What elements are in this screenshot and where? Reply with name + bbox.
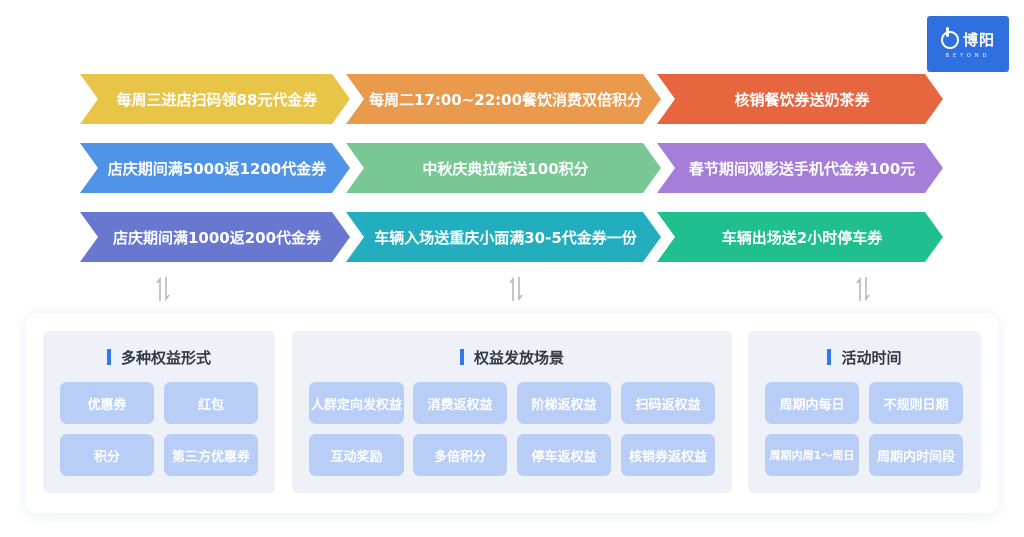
activity-arrow-1-2: 每周二17:00~22:00餐饮消费双倍积分 xyxy=(346,74,661,124)
swap-arrows-icon xyxy=(509,276,523,302)
chip-coupon: 优惠券 xyxy=(60,382,154,424)
chip-redemption-rebate: 核销券返权益 xyxy=(621,434,715,476)
swap-arrows-icon xyxy=(156,276,170,302)
benefit-forms-title-text: 多种权益形式 xyxy=(120,349,211,367)
benefit-scenarios-title: 权益发放场景 xyxy=(292,347,732,368)
activity-time-title-text: 活动时间 xyxy=(841,349,902,367)
activity-arrow-3-3: 车辆出场送2小时停车券 xyxy=(657,212,943,262)
chip-points: 积分 xyxy=(60,434,154,476)
title-accent-bar xyxy=(827,349,832,365)
beyond-logo: 博阳 BEYOND xyxy=(927,16,1009,72)
benefit-scenarios-title-text: 权益发放场景 xyxy=(473,349,564,367)
chip-irregular-dates: 不规则日期 xyxy=(869,382,963,424)
chip-tiered-rebate: 阶梯返权益 xyxy=(517,382,611,424)
chip-third-party-coupon: 第三方优惠券 xyxy=(164,434,258,476)
benefit-scenarios-card: 权益发放场景 人群定向发权益 消费返权益 阶梯返权益 扫码返权益 互动奖励 多倍… xyxy=(292,331,732,493)
activity-arrow-2-1: 店庆期间满5000返1200代金券 xyxy=(80,143,350,193)
chip-scan-rebate: 扫码返权益 xyxy=(621,382,715,424)
chip-time-slots-in-period: 周期内时间段 xyxy=(869,434,963,476)
activity-time-card: 活动时间 周期内每日 不规则日期 周期内周1～周日 周期内时间段 xyxy=(748,331,981,493)
chip-interactive-reward: 互动奖励 xyxy=(309,434,404,476)
chip-targeted-benefits: 人群定向发权益 xyxy=(309,382,404,424)
chip-daily-in-period: 周期内每日 xyxy=(765,382,859,424)
logo-subtitle: BEYOND xyxy=(945,53,991,59)
chip-weekdays-in-period: 周期内周1～周日 xyxy=(765,434,859,476)
benefit-forms-card: 多种权益形式 优惠券 红包 积分 第三方优惠券 xyxy=(43,331,275,493)
activity-arrow-2-3: 春节期间观影送手机代金券100元 xyxy=(657,143,943,193)
activity-arrow-3-2: 车辆入场送重庆小面满30-5代金券一份 xyxy=(346,212,661,262)
activity-time-title: 活动时间 xyxy=(748,347,981,368)
title-accent-bar xyxy=(459,349,464,365)
activity-arrow-1-3: 核销餐饮券送奶茶券 xyxy=(657,74,943,124)
activity-arrow-1-1: 每周三进店扫码领88元代金券 xyxy=(80,74,350,124)
activity-arrow-2-2: 中秋庆典拉新送100积分 xyxy=(346,143,661,193)
benefit-forms-title: 多种权益形式 xyxy=(43,347,275,368)
logo-name: 博阳 xyxy=(962,31,995,49)
swap-arrows-icon xyxy=(856,276,870,302)
chip-multiple-points: 多倍积分 xyxy=(413,434,507,476)
chip-red-packet: 红包 xyxy=(164,382,258,424)
logo-mark-icon xyxy=(940,26,959,49)
activity-arrow-3-1: 店庆期间满1000返200代金券 xyxy=(80,212,350,262)
chip-consumption-rebate: 消费返权益 xyxy=(413,382,507,424)
title-accent-bar xyxy=(106,349,111,365)
chip-parking-rebate: 停车返权益 xyxy=(517,434,611,476)
